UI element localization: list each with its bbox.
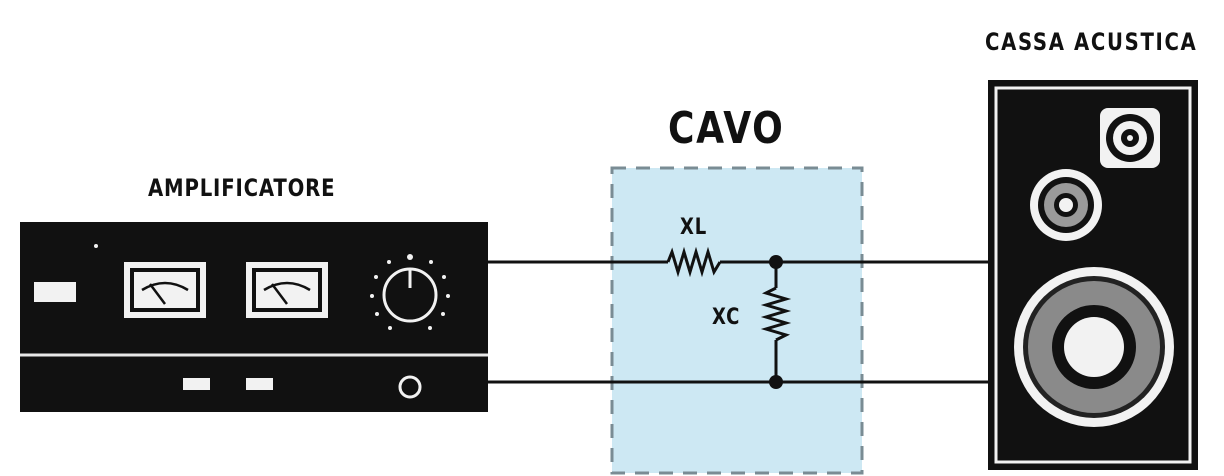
amplifier-display — [34, 282, 76, 302]
junction-dot-bottom — [769, 375, 783, 389]
volume-knob-icon — [370, 254, 450, 330]
amplifier — [20, 222, 488, 412]
indicator-light-left — [183, 378, 210, 390]
midrange-icon — [1030, 169, 1102, 241]
amplifier-label: AMPLIFICATORE — [148, 174, 336, 202]
tweeter-icon — [1100, 108, 1160, 168]
vu-meter-right-icon — [246, 262, 328, 318]
inductive-reactance-label: XL — [680, 215, 708, 240]
cable-label: CAVO — [668, 103, 785, 154]
speaker-label: CASSA ACUSTICA — [985, 28, 1198, 56]
headphone-jack-icon — [398, 375, 422, 399]
speaker-cabinet — [988, 80, 1198, 470]
capacitor-resistor-branch — [760, 255, 792, 389]
cable-box — [610, 166, 864, 475]
capacitive-reactance-label: XC — [712, 305, 741, 330]
woofer-icon — [1014, 267, 1174, 427]
wire-top — [488, 246, 990, 278]
indicator-light-right — [246, 378, 273, 390]
junction-dot-top — [769, 255, 783, 269]
vu-meter-left-icon — [124, 262, 206, 318]
